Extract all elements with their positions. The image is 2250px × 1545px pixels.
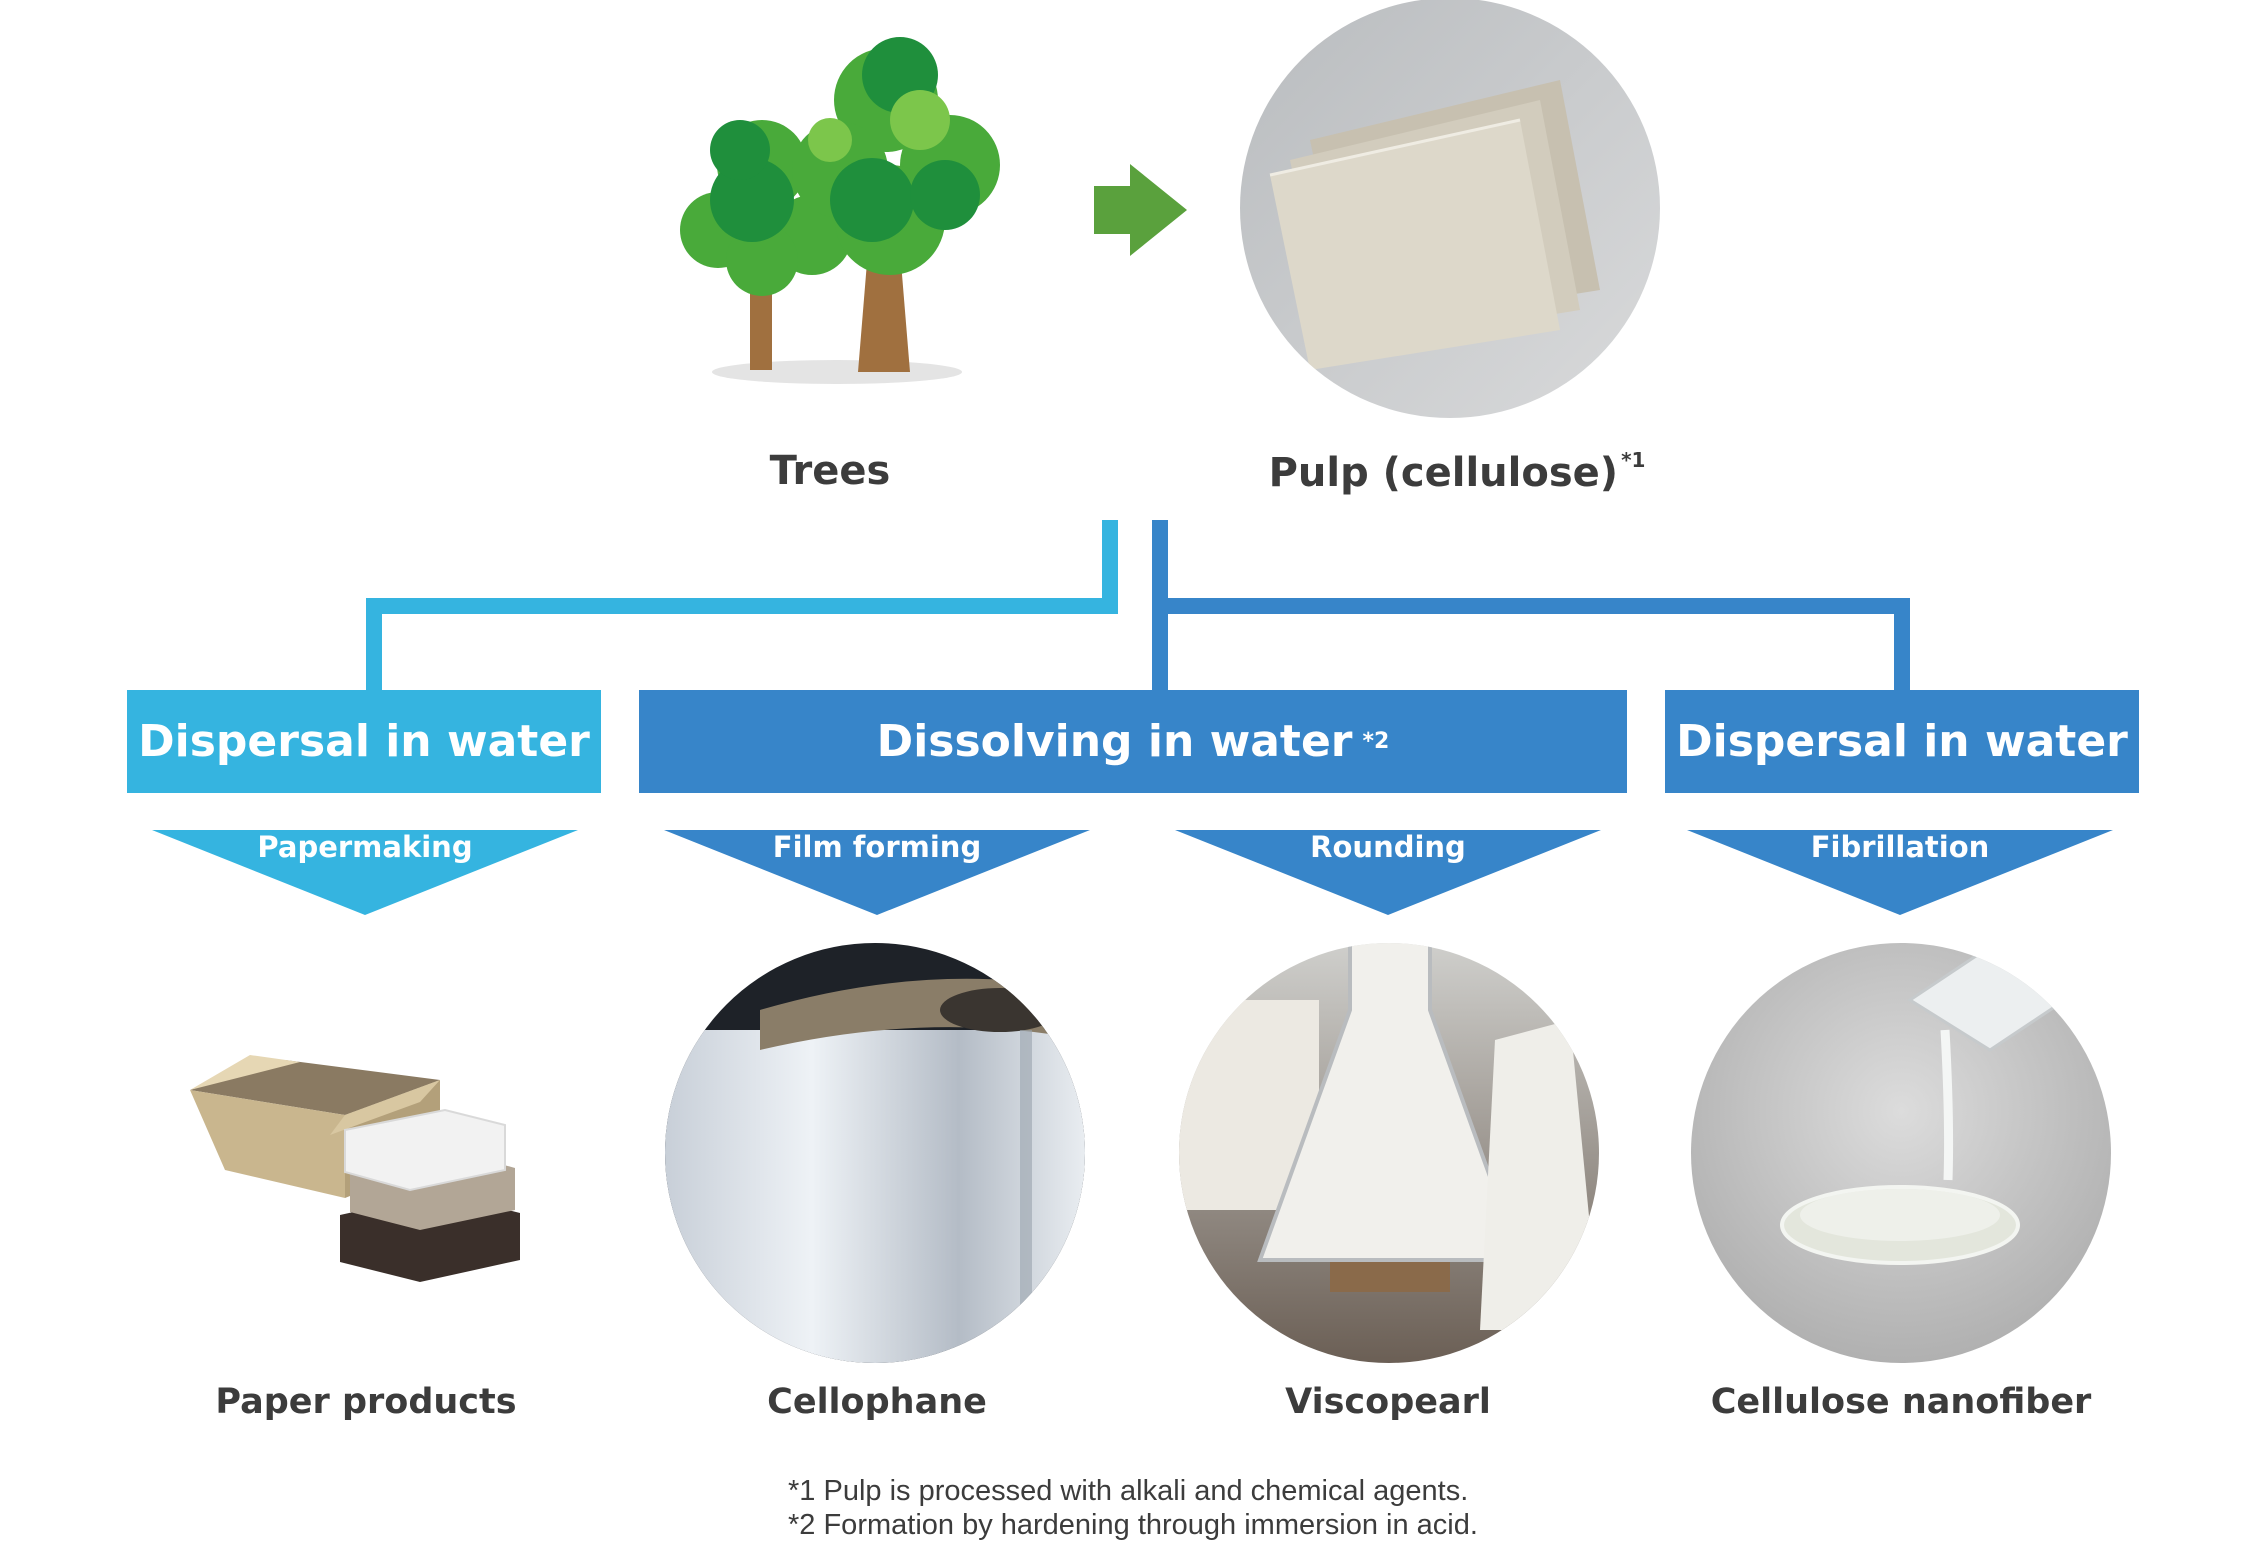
process-arrow-1: [152, 830, 578, 915]
method-label-dispersal-2: Dispersal in water: [1676, 716, 2128, 767]
cellophane-roll-photo: [665, 943, 1085, 1363]
process-arrow-2: [664, 830, 1090, 915]
product-label-viscopearl: Viscopearl: [1285, 1382, 1491, 1422]
dissolving-footnote-mark: *2: [1362, 729, 1390, 754]
process-label-rounding: Rounding: [1310, 830, 1466, 864]
method-box-2: [639, 690, 1627, 793]
cardboard-box-icon: [190, 1055, 520, 1282]
method-label-dissolving: Dissolving in water*2: [876, 716, 1390, 767]
pulp-footnote-mark: *1: [1621, 448, 1646, 472]
connector-lines: [366, 520, 1910, 690]
nanofiber-dish-photo: [1691, 943, 2111, 1363]
process-label-papermaking: Papermaking: [257, 830, 473, 864]
pulp-sheets-photo: [1240, 0, 1660, 418]
viscopearl-flask-photo: [1179, 943, 1599, 1363]
method-box-3: [1665, 690, 2139, 793]
process-label-fibrillation: Fibrillation: [1810, 830, 1990, 864]
tree-icon: [680, 37, 1000, 384]
footnote-2: *2 Formation by hardening through immers…: [788, 1509, 1478, 1541]
footnotes: *1 Pulp is processed with alkali and che…: [788, 1474, 1478, 1542]
right-arrow-icon: [1094, 164, 1187, 256]
process-arrow-3: [1175, 830, 1601, 915]
method-label-dispersal-1: Dispersal in water: [138, 716, 590, 767]
pulp-label: Pulp (cellulose)*1: [1268, 448, 1646, 496]
process-label-film-forming: Film forming: [772, 830, 982, 864]
process-arrow-4: [1687, 830, 2113, 915]
method-box-1: [127, 690, 601, 793]
product-label-paper: Paper products: [215, 1382, 517, 1422]
footnote-1: *1 Pulp is processed with alkali and che…: [788, 1475, 1469, 1507]
product-label-nanofiber: Cellulose nanofiber: [1710, 1382, 2092, 1422]
product-label-cellophane: Cellophane: [767, 1382, 987, 1422]
trees-label: Trees: [769, 448, 891, 494]
